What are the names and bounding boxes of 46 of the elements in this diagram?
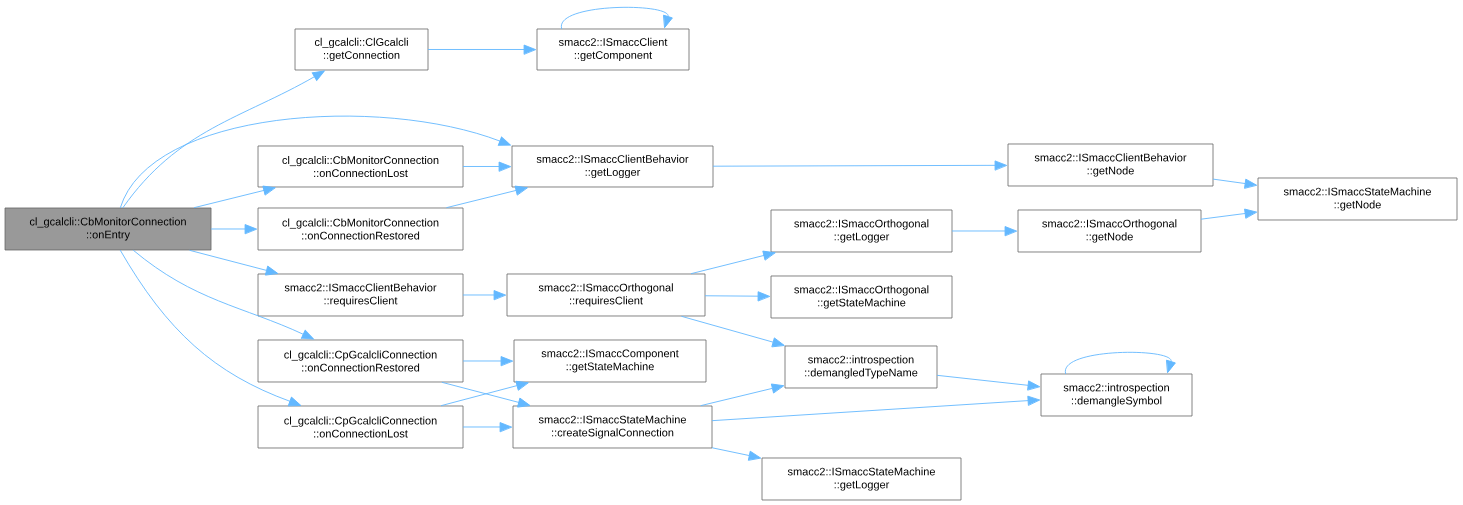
arrow (119, 115, 511, 209)
arrow (951, 226, 1017, 236)
arrow (711, 447, 761, 461)
arrow (561, 6, 673, 30)
function-box: smacc2::introspection ::demangleSymbol (1040, 373, 1193, 417)
function-box: cl_gcalcli::CpGcalcliConnection ::onConnectionLost (257, 405, 464, 449)
function-box: smacc2::ISmaccOrthogonal ::getLogger (770, 209, 953, 253)
function-box: smacc2::ISmaccStateMachine ::createSignalConnection (512, 405, 713, 449)
function-box: cl_gcalcli::ClGcalcli ::getConnection (294, 28, 429, 71)
function-box: smacc2::ISmaccClient ::getComponent (536, 28, 690, 71)
arrow (936, 374, 1040, 391)
arrow (210, 224, 257, 234)
arrow (704, 291, 770, 302)
function-box: smacc2::ISmaccComponent ::getStateMachine (513, 339, 707, 383)
arrow (712, 160, 1007, 171)
arrow (427, 44, 536, 55)
function-box: cl_gcalcli::CbMonitorConnection ::onConnectionRestored (257, 207, 464, 251)
function-box: smacc2::ISmaccClientBehavior ::getLogger (511, 145, 714, 188)
arrow (133, 249, 314, 340)
arrow (194, 185, 276, 209)
function-box: smacc2::ISmaccOrthogonal ::getStateMachine (770, 275, 953, 319)
arrow (1200, 208, 1257, 220)
arrow (462, 422, 512, 432)
arrow (446, 185, 528, 209)
arrow (1212, 178, 1257, 189)
arrow (700, 383, 784, 407)
arrow (122, 70, 325, 209)
arrow (119, 249, 301, 406)
arrow (462, 290, 506, 300)
function-box: smacc2::ISmaccStateMachine ::getNode (1257, 177, 1458, 221)
function-box: cl_gcalcli::CpGcalcliConnection ::onConnectionRestored (257, 339, 464, 383)
arrow (690, 250, 776, 275)
function-box: smacc2::ISmaccStateMachine ::getLogger (761, 457, 962, 501)
arrow (462, 161, 511, 172)
function-box: smacc2::ISmaccClientBehavior ::getNode (1007, 143, 1214, 187)
function-box: cl_gcalcli::CbMonitorConnection ::onConnectionLost (257, 145, 464, 188)
arrow (462, 356, 513, 366)
arrow (1065, 351, 1176, 375)
function-box: smacc2::ISmaccClientBehavior ::requiresClient (257, 273, 464, 317)
function-box: smacc2::introspection ::demangledTypeName (784, 345, 938, 389)
arrow (711, 395, 1040, 422)
function-box: smacc2::ISmaccOrthogonal ::getNode (1017, 209, 1202, 253)
arrow (681, 315, 785, 347)
arrow (189, 249, 278, 276)
function-box: smacc2::ISmaccOrthogonal ::requiresClient (506, 273, 706, 317)
function-box: cl_gcalcli::CbMonitorConnection ::onEntry (4, 207, 212, 251)
